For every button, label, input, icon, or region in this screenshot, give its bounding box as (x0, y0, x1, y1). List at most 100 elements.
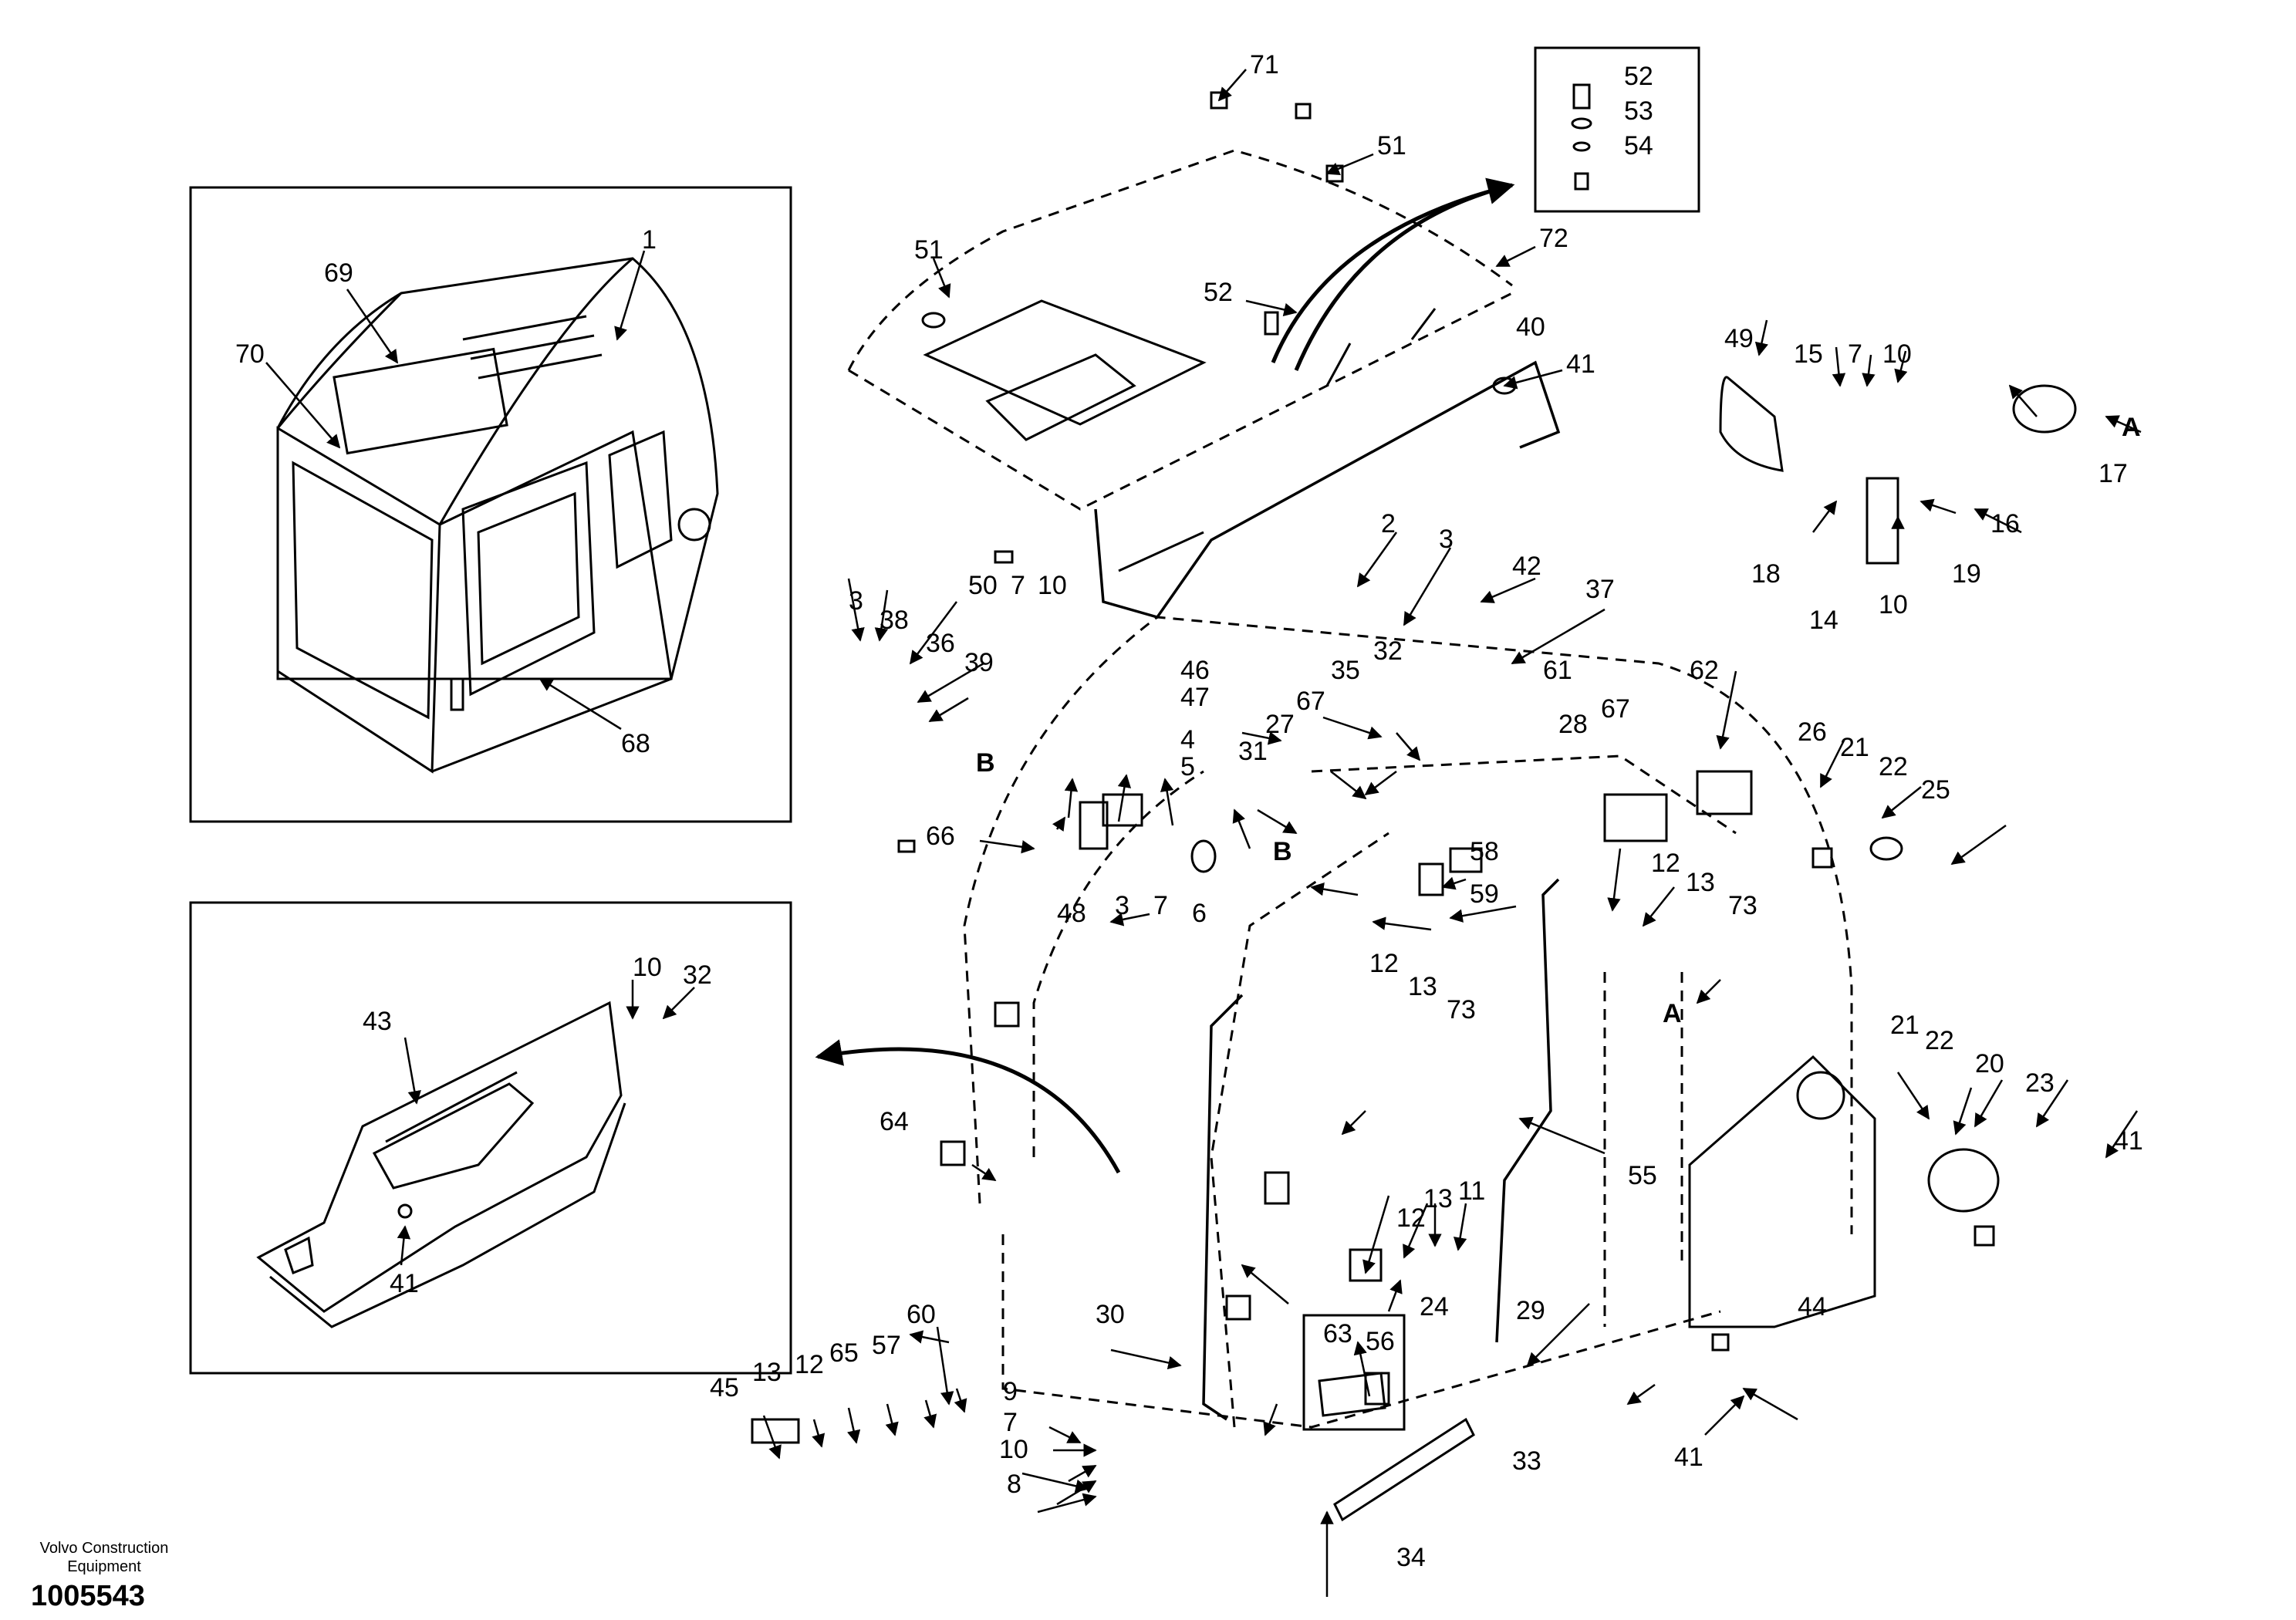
callout-53: 53 (1624, 96, 1653, 126)
callout-66: 66 (926, 822, 955, 851)
callout-41-bottom: 41 (1674, 1443, 1703, 1472)
callout-15: 15 (1794, 339, 1823, 369)
callout-10-latch-bottom: 10 (1879, 590, 1908, 619)
callout-10-roof: 10 (1038, 571, 1067, 600)
callout-20: 20 (1975, 1049, 2004, 1078)
callout-73-left: 73 (1447, 995, 1476, 1024)
callout-12-mid: 12 (1651, 849, 1680, 878)
door-plate-drawing (1688, 1055, 1876, 1328)
callout-49: 49 (1724, 324, 1754, 353)
callout-45: 45 (710, 1373, 739, 1402)
callout-28: 28 (1558, 710, 1588, 739)
inset-hinge-detail (1302, 1314, 1406, 1431)
callout-21-lower: 21 (1890, 1011, 1920, 1040)
callout-33: 33 (1512, 1446, 1541, 1476)
callout-42: 42 (1512, 552, 1541, 581)
callout-50: 50 (968, 571, 998, 600)
callout-40: 40 (1516, 312, 1545, 342)
inset-cab-overview (189, 186, 792, 823)
callout-12-lower: 12 (1396, 1203, 1426, 1233)
callout-54: 54 (1624, 131, 1653, 160)
callout-73-mid: 73 (1728, 891, 1757, 920)
callout-61: 61 (1543, 656, 1572, 685)
callout-51-left: 51 (914, 235, 944, 265)
callout-35: 35 (1331, 656, 1360, 685)
callout-67-left: 67 (1296, 687, 1325, 716)
callout-3-top: 3 (1439, 525, 1454, 554)
callout-71: 71 (1250, 50, 1279, 79)
callout-52-roof: 52 (1204, 278, 1233, 307)
callout-22-lower: 22 (1925, 1026, 1954, 1055)
callout-36: 36 (926, 629, 955, 658)
callout-27: 27 (1265, 710, 1295, 739)
callout-9: 9 (1003, 1377, 1018, 1406)
callout-39: 39 (964, 648, 994, 677)
company-line-2: Equipment (67, 1558, 141, 1575)
callout-43: 43 (363, 1007, 392, 1036)
callout-57: 57 (872, 1331, 901, 1360)
callout-7-latch: 7 (1848, 339, 1862, 369)
callout-63: 63 (1323, 1319, 1352, 1348)
callout-37: 37 (1585, 575, 1615, 604)
callout-41-right: 41 (2114, 1126, 2143, 1156)
callout-10-latch-top: 10 (1882, 339, 1912, 369)
callout-29: 29 (1516, 1296, 1545, 1325)
callout-58: 58 (1470, 837, 1499, 866)
callout-17: 17 (2098, 459, 2128, 488)
callout-41-inset: 41 (390, 1269, 419, 1298)
callout-13-mid: 13 (1686, 868, 1715, 897)
callout-7-roof: 7 (1011, 571, 1025, 600)
callout-13-bottom: 13 (752, 1358, 782, 1387)
callout-2: 2 (1381, 509, 1396, 538)
callout-52-detail: 52 (1624, 62, 1653, 91)
callout-12-left: 12 (1369, 949, 1399, 978)
callout-70: 70 (235, 339, 265, 369)
callout-48: 48 (1057, 899, 1086, 928)
callout-51-right: 51 (1377, 131, 1406, 160)
roof-assembly-drawing (847, 149, 1561, 619)
callout-19: 19 (1952, 559, 1981, 589)
callout-14: 14 (1809, 606, 1838, 635)
door-panel-drawing (256, 1001, 626, 1328)
callout-12-bottom: 12 (795, 1350, 824, 1379)
leader-lines (265, 69, 2142, 1597)
callout-4: 4 (1180, 725, 1195, 754)
cab-overview-drawing (276, 257, 719, 774)
callout-11: 11 (1458, 1176, 1485, 1206)
callout-3-left: 3 (849, 586, 863, 616)
callout-6: 6 (1192, 899, 1207, 928)
callout-67-right: 67 (1601, 694, 1630, 724)
callout-47: 47 (1180, 683, 1210, 712)
callout-22-upper: 22 (1879, 752, 1908, 781)
callout-labels: 1 69 70 68 71 51 51 52 72 40 41 52 53 54… (235, 50, 2143, 1572)
callout-25: 25 (1921, 775, 1950, 805)
callout-7-bottom: 7 (1003, 1408, 1018, 1437)
callout-18: 18 (1751, 559, 1781, 589)
callout-26: 26 (1798, 717, 1827, 747)
inset-bolt-detail (1534, 46, 1700, 213)
callout-21-upper: 21 (1840, 733, 1869, 762)
callout-1: 1 (642, 225, 657, 255)
callout-31: 31 (1238, 737, 1268, 766)
callout-32-inset: 32 (683, 960, 712, 990)
callout-24: 24 (1420, 1292, 1449, 1321)
callout-5: 5 (1180, 752, 1195, 781)
callout-30: 30 (1096, 1300, 1125, 1329)
callout-3-lower: 3 (1115, 891, 1129, 920)
callout-56: 56 (1366, 1327, 1395, 1356)
callout-44: 44 (1798, 1292, 1827, 1321)
detail-mark-b-upper: B (976, 748, 995, 778)
callout-59: 59 (1470, 879, 1499, 909)
callout-13-lower: 13 (1423, 1184, 1453, 1213)
callout-55: 55 (1628, 1161, 1657, 1190)
detail-mark-a-lower: A (1663, 999, 1682, 1028)
direction-arrows (815, 177, 1515, 1174)
callout-13-left: 13 (1408, 972, 1437, 1001)
callout-38: 38 (880, 606, 909, 635)
callout-10-bottom: 10 (999, 1435, 1028, 1464)
callout-69: 69 (324, 258, 353, 288)
detail-mark-a-upper: A (2122, 413, 2141, 442)
arrow-to-inset-top (1294, 177, 1515, 371)
callout-23: 23 (2025, 1068, 2055, 1098)
